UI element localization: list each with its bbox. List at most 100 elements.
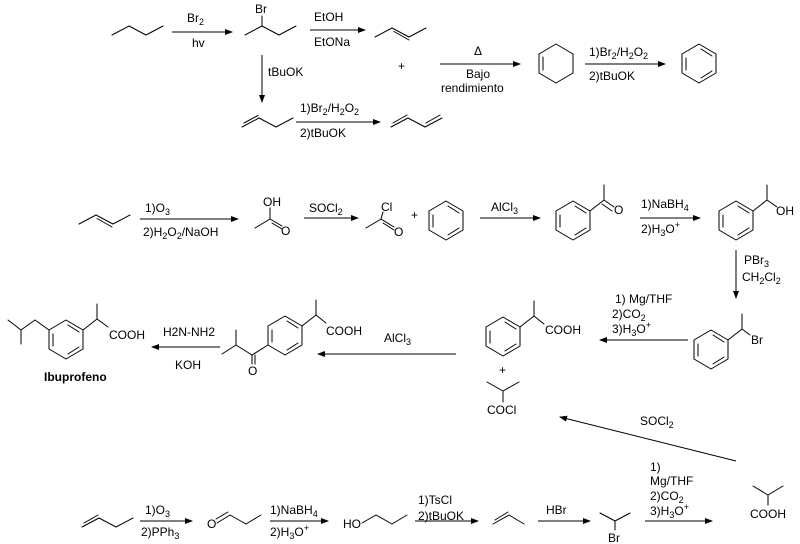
svg-text:2)PPh3: 2)PPh3 (141, 525, 179, 541)
propene (492, 511, 525, 525)
svg-text:3)H3O+: 3)H3O+ (612, 320, 651, 338)
svg-text:hv: hv (192, 36, 205, 50)
svg-text:2)H3O+: 2)H3O+ (641, 220, 680, 238)
ketone-intermediate: COOH O (221, 299, 362, 378)
svg-text:rendimiento: rendimiento (441, 81, 504, 95)
svg-text:OH: OH (263, 195, 281, 209)
svg-text:COCl: COCl (487, 403, 516, 417)
svg-text:Br: Br (608, 531, 620, 544)
svg-text:HO: HO (343, 517, 361, 531)
svg-text:EtONa: EtONa (314, 35, 350, 49)
2-phenylpropanoic-acid: COOH (485, 300, 581, 357)
arrow-ozonolysis-2: 1)O3 2)PPh3 (140, 503, 193, 541)
svg-text:3)H3O+: 3)H3O+ (650, 502, 689, 520)
arrow-ozonolysis: 1)O3 2)H2O2/NaOH (140, 201, 239, 241)
propanal: O (207, 511, 262, 531)
svg-text:HBr: HBr (546, 503, 567, 517)
svg-text:2)CO2: 2)CO2 (650, 489, 684, 505)
svg-text:COOH: COOH (545, 323, 581, 337)
svg-text:Δ: Δ (474, 44, 482, 58)
plus-sign: + (398, 59, 405, 73)
svg-text:SOCl2: SOCl2 (640, 414, 674, 430)
svg-text:Br2: Br2 (187, 11, 204, 27)
arrow-grignard-2: 1) Mg/THF 2)CO2 3)H3O+ (645, 460, 713, 524)
1-butene-row4 (81, 514, 134, 528)
ibuprofen-label: Ibuprofeno (44, 370, 107, 384)
arrow-to-benzene: 1)Br2/H2O2 2)tBuOK (585, 45, 666, 83)
arrow-nabh4-2: 1)NaBH4 2)H3O+ (270, 503, 329, 541)
svg-text:O: O (394, 225, 403, 239)
arrow-friedel-crafts-1: AlCl3 (480, 200, 541, 221)
svg-text:1)TsCl: 1)TsCl (418, 493, 452, 507)
cyclohexene (538, 43, 574, 84)
svg-text:O: O (207, 517, 216, 531)
butane (111, 25, 164, 36)
benzene-1 (681, 43, 717, 84)
svg-text:Br: Br (255, 2, 267, 16)
arrow-pbr3-down: PBr3 CH2Cl2 (733, 250, 781, 299)
svg-text:O: O (248, 364, 257, 378)
2-bromobutane: Br (244, 2, 297, 36)
svg-text:Cl: Cl (381, 200, 392, 214)
svg-text:1)Br2/H2O2: 1)Br2/H2O2 (589, 45, 648, 61)
isobutyric-acid: COOH (750, 485, 786, 521)
plus-sign-row3: + (499, 363, 506, 377)
svg-text:Mg/THF: Mg/THF (650, 474, 693, 488)
acetophenone: O (555, 184, 623, 241)
svg-text:2)tBuOK: 2)tBuOK (589, 69, 635, 83)
svg-text:Br: Br (751, 333, 763, 347)
arrow-tscl: 1)TsCl 2)tBuOK (415, 493, 479, 524)
svg-text:AlCl3: AlCl3 (491, 200, 518, 216)
arrow-tbuok-down: tBuOK (259, 55, 303, 103)
svg-text:1)NaBH4: 1)NaBH4 (641, 197, 689, 213)
isobutyryl-chloride: COCl (486, 381, 520, 417)
arrow-to-butadiene: 1)Br2/H2O2 2)tBuOK (296, 101, 381, 140)
svg-text:O: O (614, 203, 623, 217)
arrow-elimination-etona: EtOH EtONa (310, 10, 366, 49)
arrow-diels-alder: Δ Bajo rendimiento (440, 44, 521, 95)
ibuprofen: COOH (7, 303, 145, 360)
arrow-socl2: SOCl2 (304, 201, 359, 221)
svg-text:1): 1) (650, 460, 661, 474)
svg-text:tBuOK: tBuOK (268, 65, 303, 79)
svg-text:1)O3: 1)O3 (145, 503, 170, 519)
2-butene (374, 27, 427, 41)
svg-text:CH2Cl2: CH2Cl2 (742, 270, 781, 286)
svg-text:2)tBuOK: 2)tBuOK (300, 126, 346, 140)
svg-text:AlCl3: AlCl3 (384, 331, 411, 347)
1-phenylethanol: OH (718, 184, 794, 241)
svg-text:1)NaBH4: 1)NaBH4 (270, 503, 318, 519)
acetyl-chloride: Cl O (365, 200, 403, 239)
arrow-bromination: Br2 hv (172, 11, 233, 50)
svg-text:2)tBuOK: 2)tBuOK (418, 509, 464, 523)
svg-text:SOCl2: SOCl2 (309, 201, 343, 217)
plus-sign-row2: + (411, 208, 418, 222)
svg-text:1)Br2/H2O2: 1)Br2/H2O2 (300, 101, 359, 117)
arrow-nabh4-1: 1)NaBH4 2)H3O+ (640, 197, 701, 238)
svg-text:OH: OH (776, 204, 794, 218)
svg-text:2)H3O+: 2)H3O+ (270, 523, 309, 541)
arrow-socl2-diagonal: SOCl2 (559, 414, 737, 462)
2-bromopropane: Br (599, 512, 631, 544)
svg-text:COOH: COOH (109, 328, 145, 342)
svg-text:2)CO2: 2)CO2 (612, 307, 646, 323)
arrow-hbr: HBr (538, 503, 591, 524)
svg-text:O: O (281, 224, 290, 238)
svg-text:Bajo: Bajo (466, 67, 490, 81)
svg-text:KOH: KOH (175, 358, 201, 372)
1-butene (241, 115, 294, 128)
arrow-grignard-1: 1) Mg/THF 2)CO2 3)H3O+ (599, 292, 688, 343)
svg-text:1)O3: 1)O3 (145, 201, 170, 217)
svg-text:H2N-NH2: H2N-NH2 (163, 325, 215, 339)
svg-text:EtOH: EtOH (314, 10, 343, 24)
svg-text:1) Mg/THF: 1) Mg/THF (615, 292, 672, 306)
1-bromoethylbenzene: Br (693, 313, 763, 370)
2-butene-row2 (78, 214, 131, 228)
butadiene (390, 114, 443, 128)
svg-text:COOH: COOH (326, 324, 362, 338)
svg-text:PBr3: PBr3 (744, 253, 769, 269)
benzene-2 (428, 200, 464, 241)
1-propanol: HO (343, 514, 408, 531)
arrow-friedel-crafts-2: AlCl3 (317, 331, 456, 357)
arrow-wolff-kishner: H2N-NH2 KOH (151, 325, 220, 372)
